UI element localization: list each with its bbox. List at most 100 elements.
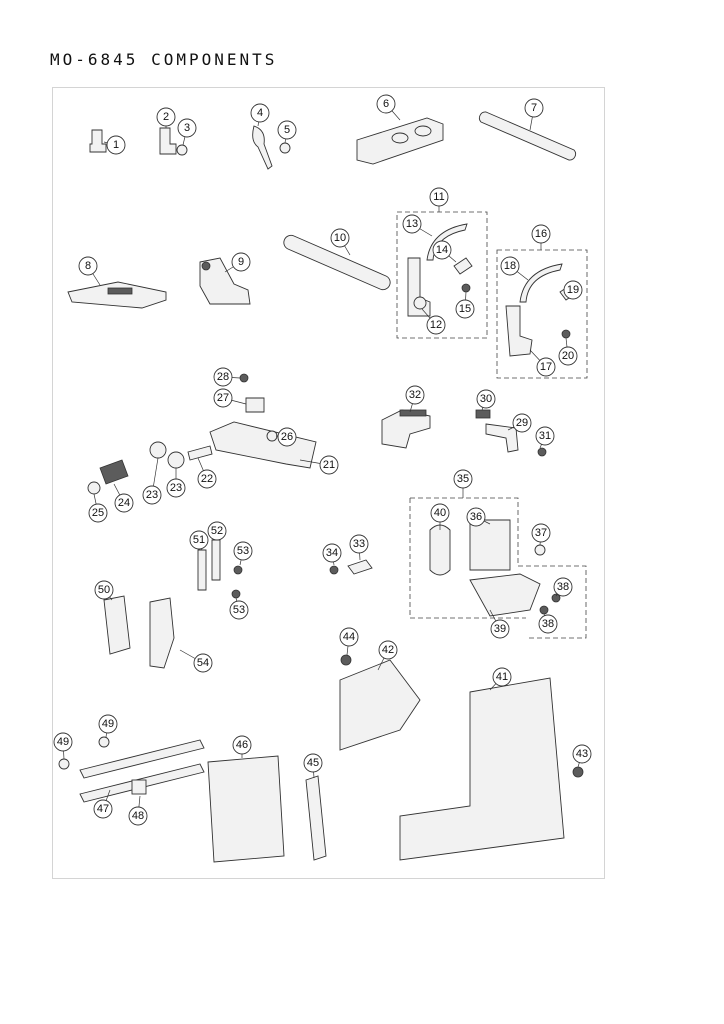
callout-number: 30 <box>480 393 492 405</box>
callout-4: 4 <box>250 103 270 127</box>
part-41-drawing <box>399 677 565 861</box>
callout-circle <box>524 98 544 118</box>
part-8-drawing <box>67 281 167 309</box>
part-22-drawing <box>187 445 213 461</box>
callout-circle <box>94 580 114 600</box>
callout-number: 40 <box>434 507 446 519</box>
callout-circle <box>330 228 350 248</box>
callout-number: 36 <box>470 511 482 523</box>
callout-circle <box>231 252 251 272</box>
part-49-drawing-a <box>98 736 110 748</box>
callout-3: 3 <box>177 118 197 146</box>
callout-number: 7 <box>531 102 537 114</box>
callout-number: 25 <box>92 507 104 519</box>
callout-number: 53 <box>233 604 245 616</box>
callout-circle <box>376 94 396 114</box>
part-6-hole-b <box>414 125 432 137</box>
callout-circle <box>563 280 583 300</box>
callout-25: 25 <box>88 493 108 523</box>
callout-35: 35 <box>453 469 473 498</box>
callout-circle <box>232 735 252 755</box>
part-25-drawing <box>87 481 101 495</box>
part-1-drawing <box>89 129 107 153</box>
callout-circle <box>98 714 118 734</box>
part-drawings <box>58 111 588 863</box>
callout-13: 13 <box>402 214 433 237</box>
callout-circle <box>535 426 555 446</box>
part-29-drawing <box>485 423 519 453</box>
callout-number: 8 <box>85 260 91 272</box>
part-15-drawing <box>461 283 471 293</box>
callout-18: 18 <box>500 256 529 281</box>
part-5-drawing <box>279 142 291 154</box>
part-26-drawing <box>266 430 278 442</box>
callout-21: 21 <box>299 455 339 475</box>
callout-circle <box>156 107 176 127</box>
callout-number: 16 <box>535 228 547 240</box>
part-47-drawing <box>79 739 205 779</box>
callout-circle <box>553 577 573 597</box>
callout-number: 1 <box>113 139 119 151</box>
callout-54: 54 <box>179 649 213 673</box>
callout-28: 28 <box>213 367 241 387</box>
callout-37: 37 <box>531 523 551 546</box>
callout-circle <box>322 543 342 563</box>
callout-40: 40 <box>430 503 450 530</box>
callout-36: 36 <box>466 507 491 527</box>
group-35-outline <box>409 497 587 639</box>
callout-number: 11 <box>433 191 444 203</box>
callout-circle <box>558 346 578 366</box>
callout-circle <box>189 530 209 550</box>
callout-circle <box>429 187 449 207</box>
part-38-drawing-b <box>539 605 549 615</box>
callout-circle <box>405 385 425 405</box>
part-32-teeth <box>399 409 427 417</box>
callout-19: 19 <box>563 280 583 300</box>
callout-number: 21 <box>323 459 335 471</box>
diagram-frame <box>52 87 605 879</box>
part-28-drawing <box>239 373 249 383</box>
callout-number: 24 <box>118 497 130 509</box>
part-36-drawing <box>469 519 511 571</box>
callout-circle <box>142 485 162 505</box>
part-42-drawing <box>339 659 421 751</box>
callout-number: 5 <box>284 124 290 136</box>
callout-circle <box>378 640 398 660</box>
part-43-drawing <box>572 766 584 778</box>
callout-44: 44 <box>339 627 359 656</box>
part-27-drawing <box>245 397 265 413</box>
callout-circle <box>536 357 556 377</box>
callout-number: 29 <box>516 417 528 429</box>
callout-circle <box>538 614 558 634</box>
callout-53: 53 <box>229 597 249 620</box>
callout-number: 23 <box>146 489 158 501</box>
callout-circle <box>466 507 486 527</box>
callout-number: 2 <box>163 111 169 123</box>
callout-circle <box>432 240 452 260</box>
callout-number: 44 <box>343 631 355 643</box>
part-34-drawing <box>329 565 339 575</box>
part-17-drawing <box>505 305 533 357</box>
callout-circle <box>250 103 270 123</box>
callout-38: 38 <box>553 577 573 597</box>
callout-number: 41 <box>496 671 508 683</box>
callout-23: 23 <box>166 468 186 498</box>
callout-47: 47 <box>93 789 113 819</box>
callout-number: 50 <box>98 584 110 596</box>
callout-45: 45 <box>303 753 323 779</box>
callout-circle <box>207 521 227 541</box>
part-51-drawing <box>197 549 207 591</box>
callout-number: 28 <box>217 371 229 383</box>
callout-circle <box>490 619 510 639</box>
callout-number: 49 <box>102 718 114 730</box>
callout-circle <box>93 799 113 819</box>
part-46-drawing <box>207 755 285 863</box>
part-54-drawing <box>149 597 175 669</box>
callout-number: 38 <box>542 618 554 630</box>
callout-circle <box>303 753 323 773</box>
callout-circle <box>177 118 197 138</box>
callout-circle <box>453 469 473 489</box>
callout-number: 13 <box>406 218 418 230</box>
callout-50: 50 <box>94 580 114 601</box>
part-18-drawing <box>519 263 563 303</box>
